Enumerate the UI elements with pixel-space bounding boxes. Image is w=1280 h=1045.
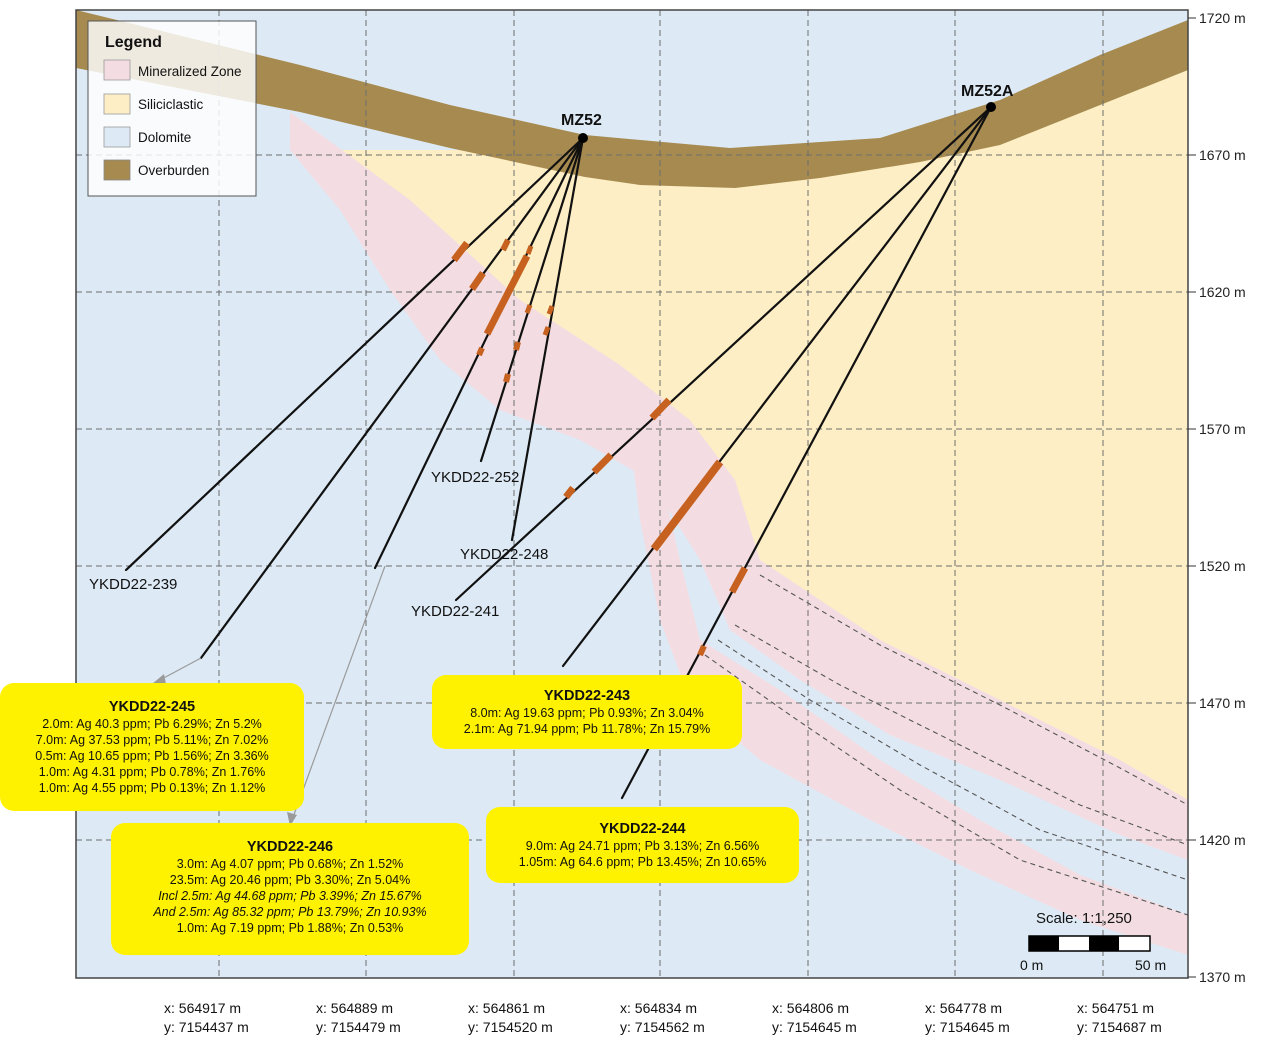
assay-line: 1.05m: Ag 64.6 ppm; Pb 13.45%; Zn 10.65% (518, 855, 767, 869)
elevation-ticks (1188, 17, 1196, 978)
coord-y: y: 7154645 m (925, 1019, 1010, 1035)
legend-label: Overburden (138, 163, 209, 178)
collar-mz52: MZ52 (561, 112, 602, 143)
assay-line: 1.0m: Ag 4.55 ppm; Pb 0.13%; Zn 1.12% (38, 781, 266, 795)
coord-x: x: 564917 m (164, 1000, 242, 1016)
elevation-label: 1570 m (1199, 421, 1246, 437)
drill-trace-243 (561, 105, 993, 668)
assay-line: 1.0m: Ag 7.19 ppm; Pb 1.88%; Zn 0.53% (176, 921, 404, 935)
drill-trace-239 (124, 136, 585, 572)
assay-line: 2.1m: Ag 71.94 ppm; Pb 11.78%; Zn 15.79% (463, 722, 711, 736)
elevation-label: 1620 m (1199, 284, 1246, 300)
assay-line: 23.5m: Ag 20.46 ppm; Pb 3.30%; Zn 5.04% (169, 873, 411, 887)
collar-mz52a: MZ52A (961, 83, 1014, 112)
coord-y: y: 7154479 m (316, 1019, 401, 1035)
hole-label-239: YKDD22-239 (89, 576, 177, 593)
hole-label-252: YKDD22-252 (431, 469, 519, 486)
coordinate-label: x: 564861 m y: 7154520 m (468, 999, 553, 1037)
elevation-label: 1520 m (1199, 558, 1246, 574)
assay-line: 1.0m: Ag 4.31 ppm; Pb 0.78%; Zn 1.76% (38, 765, 266, 779)
collar-label: MZ52 (561, 112, 602, 129)
legend-swatch-dolomite (103, 126, 131, 148)
hole-label-248: YKDD22-248 (460, 546, 548, 563)
coord-y: y: 7154687 m (1077, 1019, 1162, 1035)
scale-end: 50 m (1135, 957, 1166, 973)
scale-label: Scale: 1:1,250 (1036, 910, 1132, 927)
coord-y: y: 7154520 m (468, 1019, 553, 1035)
assay-line: 7.0m: Ag 37.53 ppm; Pb 5.11%; Zn 7.02% (35, 733, 269, 747)
coordinate-label: x: 564751 m y: 7154687 m (1077, 999, 1162, 1037)
scale-start: 0 m (1020, 957, 1043, 973)
drill-trace-252 (479, 136, 585, 463)
siliciclastic-unit (300, 70, 1188, 822)
callout-title: YKDD22-245 (108, 699, 196, 715)
callout-ykdd22-245: YKDD22-245 2.0m: Ag 40.3 ppm; Pb 6.29%; … (0, 683, 304, 811)
coord-x: x: 564834 m (620, 1000, 698, 1016)
coord-y: y: 7154645 m (772, 1019, 857, 1035)
coord-x: x: 564861 m (468, 1000, 546, 1016)
callout-leaders (159, 565, 386, 821)
assay-line: Incl 2.5m: Ag 44.68 ppm; Pb 3.39%; Zn 15… (158, 889, 422, 903)
coord-x: x: 564751 m (1077, 1000, 1155, 1016)
elevation-label: 1470 m (1199, 695, 1246, 711)
callout-title: YKDD22-244 (599, 821, 686, 837)
coordinate-label: x: 564778 m y: 7154645 m (925, 999, 1010, 1037)
hole-label-241: YKDD22-241 (411, 603, 499, 620)
legend-label: Dolomite (138, 130, 191, 145)
callout-title: YKDD22-243 (543, 688, 631, 704)
coord-x: x: 564806 m (772, 1000, 850, 1016)
coordinate-label: x: 564834 m y: 7154562 m (620, 999, 705, 1037)
elevation-label: 1420 m (1199, 832, 1246, 848)
coord-y: y: 7154437 m (164, 1019, 249, 1035)
drill-trace-245 (199, 136, 585, 660)
scale-bar: Scale: 1:1,250 0 m 50 m (1020, 910, 1166, 973)
geological-contacts (704, 574, 1188, 916)
callout-ykdd22-246: YKDD22-246 3.0m: Ag 4.07 ppm; Pb 0.68%; … (111, 823, 469, 955)
assay-line: 3.0m: Ag 4.07 ppm; Pb 0.68%; Zn 1.52% (176, 857, 404, 871)
legend-label: Mineralized Zone (138, 64, 242, 79)
legend-swatch-siliciclastic (103, 93, 131, 115)
legend-title: Legend (105, 34, 162, 51)
assay-line: 0.5m: Ag 10.65 ppm; Pb 1.56%; Zn 3.36% (35, 749, 269, 763)
legend-swatch-overburden (103, 159, 131, 181)
coordinate-label: x: 564889 m y: 7154479 m (316, 999, 401, 1037)
section-frame (75, 9, 1189, 979)
overburden-unit (76, 10, 1188, 188)
legend: Legend Mineralized Zone Siliciclastic Do… (87, 20, 257, 197)
assay-line: 9.0m: Ag 24.71 ppm; Pb 3.13%; Zn 6.56% (525, 839, 760, 853)
drill-trace-241 (454, 105, 993, 602)
elevation-label: 1720 m (1199, 10, 1246, 26)
coord-x: x: 564889 m (316, 1000, 394, 1016)
coord-x: x: 564778 m (925, 1000, 1003, 1016)
coord-y: y: 7154562 m (620, 1019, 705, 1035)
drill-trace-248 (510, 136, 585, 542)
assay-line: And 2.5m: Ag 85.32 ppm; Pb 13.79%; Zn 10… (153, 905, 427, 919)
leader-arrowheads (152, 674, 297, 826)
callout-ykdd22-244: YKDD22-244 9.0m: Ag 24.71 ppm; Pb 3.13%;… (486, 807, 799, 883)
legend-label: Siliciclastic (138, 97, 204, 112)
assay-line: 2.0m: Ag 40.3 ppm; Pb 6.29%; Zn 5.2% (42, 717, 262, 731)
callout-title: YKDD22-246 (246, 839, 334, 855)
coordinate-label: x: 564917 m y: 7154437 m (164, 999, 249, 1037)
coordinate-label: x: 564806 m y: 7154645 m (772, 999, 857, 1037)
collar-label: MZ52A (961, 83, 1014, 100)
assay-line: 8.0m: Ag 19.63 ppm; Pb 0.93%; Zn 3.04% (470, 706, 704, 720)
elevation-label: 1670 m (1199, 147, 1246, 163)
mineralized-zone-upper (290, 112, 1188, 860)
callout-ykdd22-243: YKDD22-243 8.0m: Ag 19.63 ppm; Pb 0.93%;… (432, 675, 742, 749)
elevation-label: 1370 m (1199, 969, 1246, 985)
mineralized-intercepts (451, 238, 749, 657)
legend-swatch-mineralized (103, 59, 131, 81)
